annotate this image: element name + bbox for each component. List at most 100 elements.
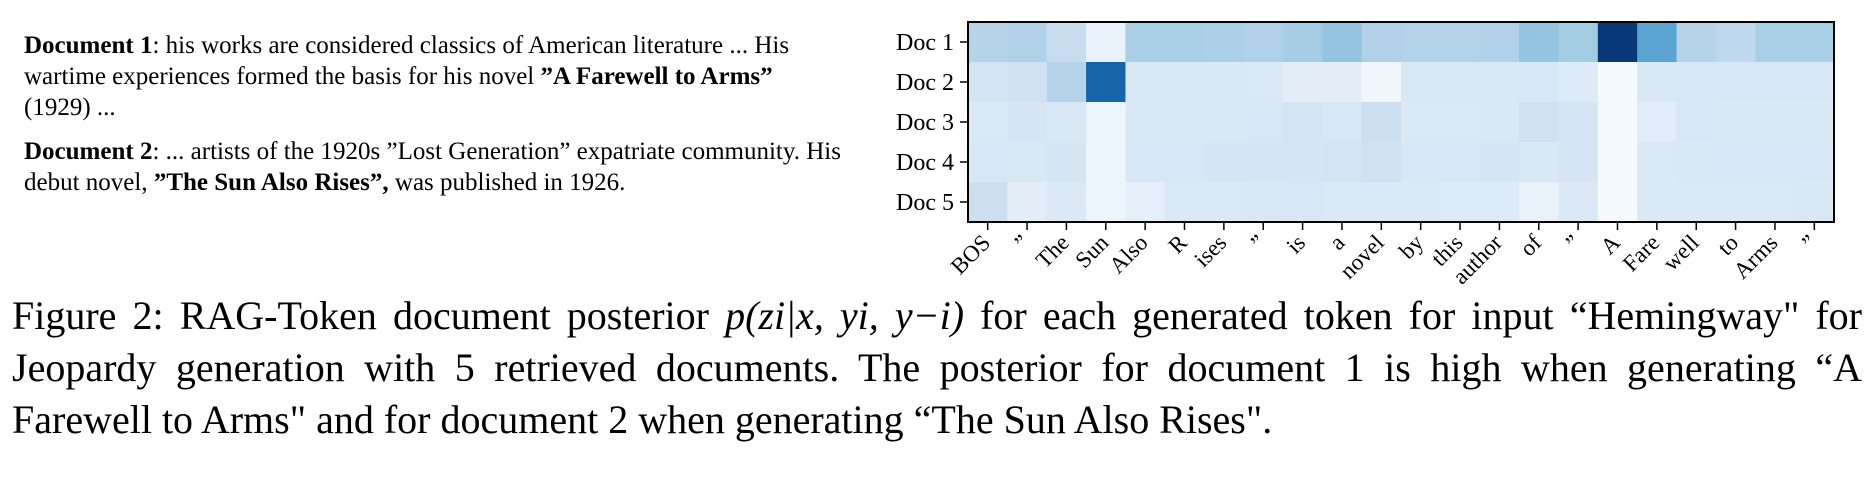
heatmap-cell: [1361, 22, 1402, 63]
heatmap-cell: [1715, 22, 1756, 63]
heatmap-cell: [1755, 142, 1796, 183]
heatmap-cell: [1519, 182, 1560, 223]
caption-suffix: for each generated token for input “Hemi…: [12, 293, 1863, 442]
document-2-text: Document 2: ... artists of the 1920s ”Lo…: [24, 136, 844, 198]
x-tick-label: ”: [1246, 230, 1271, 255]
heatmap-cell: [1204, 22, 1245, 63]
heatmap-cell: [1637, 142, 1678, 183]
heatmap-cell: [1046, 62, 1087, 103]
heatmap-cell: [1046, 182, 1087, 223]
heatmap-cell: [968, 102, 1008, 143]
x-tick-label: is: [1282, 230, 1311, 259]
x-tick-label: R: [1164, 229, 1193, 258]
heatmap-cell: [1164, 102, 1205, 143]
heatmap-cell: [1401, 22, 1441, 63]
heatmap-cell: [1676, 142, 1717, 183]
heatmap-cell: [1243, 22, 1284, 63]
heatmap-cell: [1282, 62, 1323, 103]
x-tick-label: Also: [1104, 230, 1152, 278]
heatmap-cell: [1479, 62, 1520, 103]
heatmap-cell: [1125, 142, 1166, 183]
heatmap-cell: [1558, 182, 1599, 223]
y-tick-label: Doc 1: [896, 30, 954, 56]
heatmap-cell: [1164, 62, 1205, 103]
heatmap-cell: [1125, 102, 1166, 143]
heatmap-cell: [1597, 62, 1638, 103]
heatmap-cell: [1676, 182, 1717, 223]
heatmap-cell: [1637, 102, 1678, 143]
heatmap-cell: [1086, 102, 1127, 143]
heatmap-cell: [1007, 102, 1048, 143]
heatmap-cell: [1243, 102, 1284, 143]
heatmap-cell: [1558, 22, 1599, 63]
y-tick-label: Doc 4: [896, 150, 954, 176]
document-2-text-part1: : ... artists of the 1920s ”Lost Generat…: [24, 138, 841, 196]
heatmap-cell: [1046, 142, 1087, 183]
heatmap-cell: [1558, 142, 1599, 183]
heatmap-cell: [1676, 102, 1717, 143]
heatmap-cell: [1715, 102, 1756, 143]
heatmap-cell: [1519, 102, 1560, 143]
heatmap-cell: [1282, 182, 1323, 223]
document-2-text-part2: was published in 1926.: [388, 169, 626, 196]
heatmap-cell: [1597, 142, 1638, 183]
heatmap-cell: [1007, 142, 1048, 183]
document-1-text-part2: (1929) ...: [24, 94, 116, 121]
heatmap-cell: [1007, 22, 1048, 63]
heatmap-cell: [1794, 62, 1835, 103]
x-tick-label: well: [1658, 230, 1704, 276]
heatmap-cell: [1479, 22, 1520, 63]
heatmap-cell: [1755, 102, 1796, 143]
heatmap-cell: [1401, 182, 1441, 223]
heatmap-cell: [968, 182, 1008, 223]
heatmap-cell: [1401, 62, 1441, 103]
heatmap-cell: [1794, 182, 1835, 223]
heatmap-cell: [1361, 62, 1402, 103]
heatmap-cell: [1479, 142, 1520, 183]
heatmap-cell: [1597, 22, 1638, 63]
heatmap-cell: [1243, 142, 1284, 183]
heatmap-cell: [1086, 22, 1127, 63]
x-tick-label: ”: [1797, 230, 1822, 255]
heatmap-cell: [1755, 62, 1796, 103]
heatmap-cell: [1086, 62, 1127, 103]
heatmap-cell: [1086, 142, 1127, 183]
heatmap-cell: [1637, 22, 1678, 63]
figure-caption: Figure 2: RAG-Token document posterior p…: [12, 290, 1862, 446]
heatmap-cell: [1519, 62, 1560, 103]
heatmap-cell: [1597, 182, 1638, 223]
x-tick-label: Fare: [1618, 230, 1665, 277]
heatmap-cell: [1440, 142, 1481, 183]
heatmap-cell: [1715, 62, 1756, 103]
heatmap-cell: [1164, 22, 1205, 63]
heatmap-cell: [1597, 102, 1638, 143]
heatmap-cell: [1519, 22, 1560, 63]
heatmap-cell: [1322, 22, 1363, 63]
heatmap-cell: [1086, 182, 1127, 223]
document-1-text-part1: : his works are considered classics of A…: [24, 32, 790, 90]
heatmap-cell: [1322, 182, 1363, 223]
heatmap-cell: [1164, 182, 1205, 223]
heatmap-cell: [1046, 22, 1087, 63]
heatmap-cell: [1401, 102, 1441, 143]
heatmap-cell: [1243, 62, 1284, 103]
heatmap-cell: [1440, 102, 1481, 143]
heatmap-cell: [1637, 182, 1678, 223]
heatmap-cell: [1440, 182, 1481, 223]
document-2-label: Document 2: [24, 138, 153, 165]
heatmap-cell: [1479, 102, 1520, 143]
x-tick-label: ”: [1561, 230, 1586, 255]
heatmap-cell: [1204, 142, 1245, 183]
heatmap-cell: [1755, 182, 1796, 223]
heatmap-cell: [1007, 182, 1048, 223]
heatmap-cell: [1322, 102, 1363, 143]
heatmap-cell: [1794, 102, 1835, 143]
document-1-text: Document 1: his works are considered cla…: [24, 30, 844, 123]
heatmap-cell: [1361, 142, 1402, 183]
x-tick-label: by: [1394, 230, 1428, 264]
heatmap-cell: [1558, 62, 1599, 103]
x-tick-label: ises: [1189, 230, 1231, 272]
heatmap-cell: [1204, 102, 1245, 143]
x-tick-label: The: [1031, 230, 1074, 273]
